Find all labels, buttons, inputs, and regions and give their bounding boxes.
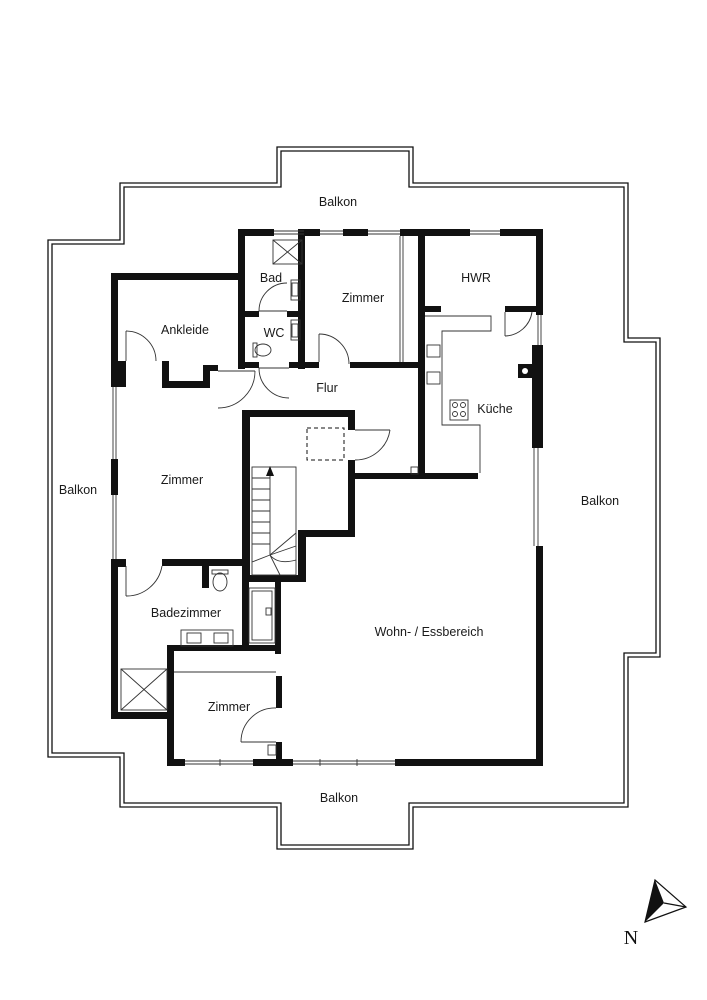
label-bad: Bad [260,271,282,285]
north-arrow-icon: N [624,878,688,949]
label-balkon-left: Balkon [59,483,97,497]
label-badezimmer: Badezimmer [151,606,221,620]
label-kueche: Küche [477,402,512,416]
label-zimmer-top: Zimmer [342,291,384,305]
exterior-walls [111,229,543,766]
label-flur: Flur [316,381,338,395]
label-hwr: HWR [461,271,491,285]
interior-walls [118,229,536,766]
staircase [251,466,297,576]
windows [112,230,542,766]
label-ankleide: Ankleide [161,323,209,337]
room-labels: Balkon Bad WC Zimmer HWR Ankleide Flur K… [59,195,619,805]
label-balkon-right: Balkon [581,494,619,508]
label-zimmer-left: Zimmer [161,473,203,487]
fixtures [120,239,532,756]
label-balkon-bottom: Balkon [320,791,358,805]
balcony-outline [47,146,661,850]
north-label: N [624,927,638,949]
label-balkon-top: Balkon [319,195,357,209]
label-wohn-essbereich: Wohn- / Essbereich [375,625,484,639]
doors [125,282,533,743]
label-wc: WC [264,326,285,340]
label-zimmer-bottom: Zimmer [208,700,250,714]
